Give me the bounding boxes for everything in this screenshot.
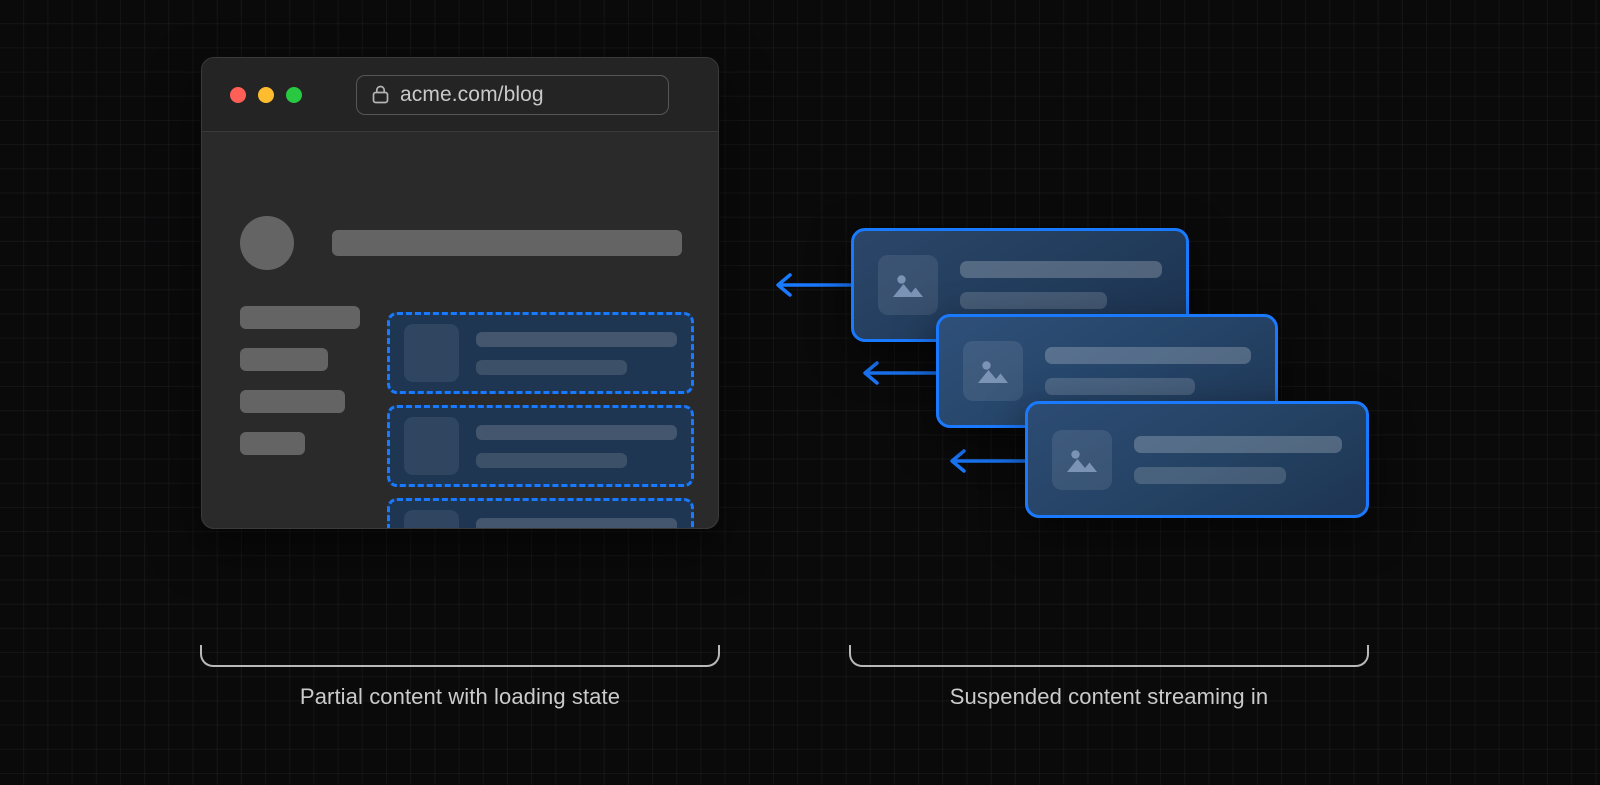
suspense-row (387, 405, 694, 487)
image-placeholder (878, 255, 938, 315)
stream-card (1025, 401, 1369, 518)
text-placeholder-line (960, 292, 1108, 309)
browser-titlebar: acme.com/blog (202, 58, 718, 132)
lock-icon (372, 85, 389, 104)
text-placeholder-line (1134, 435, 1342, 453)
sidebar-skeleton-item (240, 348, 328, 371)
text-placeholder-line (476, 452, 627, 468)
thumbnail-placeholder (404, 324, 459, 382)
image-placeholder-icon (978, 361, 1008, 383)
sidebar-skeleton-item (240, 432, 305, 455)
browser-window: acme.com/blog (201, 57, 719, 529)
bracket-right (849, 645, 1369, 667)
text-placeholder-group (1134, 435, 1342, 484)
sidebar-skeleton-item (240, 306, 360, 329)
suspense-row (387, 498, 694, 528)
text-placeholder-line (476, 517, 677, 528)
minimize-window-button[interactable] (258, 86, 274, 103)
caption-right: Suspended content streaming in (949, 684, 1269, 709)
text-placeholder-group (476, 424, 677, 468)
text-placeholder-group (960, 261, 1162, 309)
text-placeholder-group (476, 517, 677, 528)
suspense-row-list (387, 312, 694, 528)
sidebar-skeleton-list (240, 306, 360, 455)
text-placeholder-line (476, 424, 677, 440)
text-placeholder-line (960, 261, 1162, 278)
image-placeholder-icon (893, 275, 923, 297)
text-placeholder-line (1134, 466, 1286, 484)
thumbnail-placeholder (404, 417, 459, 475)
bracket-left (200, 645, 720, 667)
text-placeholder-line (476, 331, 677, 347)
text-placeholder-line (476, 359, 627, 375)
avatar-skeleton (240, 216, 294, 270)
text-placeholder-line (1045, 378, 1196, 395)
image-placeholder (963, 341, 1023, 401)
caption-left: Partial content with loading state (299, 684, 621, 709)
browser-content (202, 132, 718, 528)
close-window-button[interactable] (230, 86, 246, 103)
maximize-window-button[interactable] (286, 86, 302, 103)
traffic-lights (230, 86, 302, 103)
text-placeholder-group (1045, 347, 1251, 395)
thumbnail-placeholder (404, 510, 459, 528)
image-placeholder (1052, 429, 1112, 490)
address-bar[interactable]: acme.com/blog (356, 74, 669, 115)
sidebar-skeleton-item (240, 390, 345, 413)
text-placeholder-line (1045, 347, 1251, 364)
suspense-row (387, 312, 694, 394)
header-bar-skeleton (332, 230, 682, 256)
image-placeholder-icon (1067, 449, 1097, 472)
text-placeholder-group (476, 331, 677, 375)
address-bar-url: acme.com/blog (400, 82, 544, 106)
